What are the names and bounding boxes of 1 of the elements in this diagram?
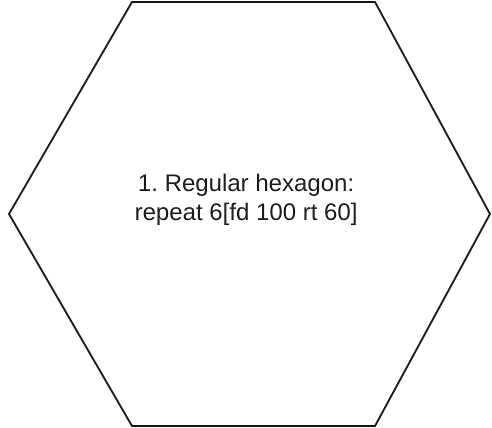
hexagon-label: 1. Regular hexagon: repeat 6[fd 100 rt 60] (134, 170, 358, 228)
